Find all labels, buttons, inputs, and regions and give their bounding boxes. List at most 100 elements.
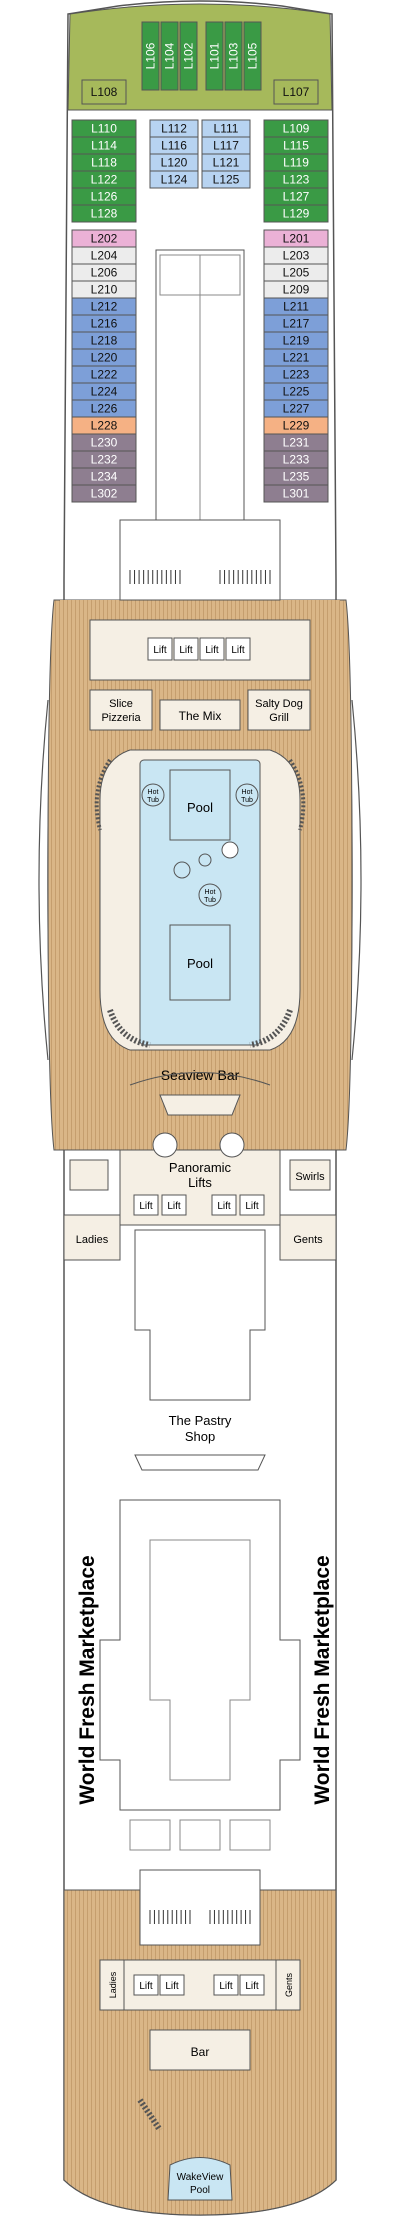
cabin-l129: L129: [263, 204, 329, 223]
cabin-l204-label: L204: [91, 249, 118, 263]
pastry-shop-label-1: The Pastry: [169, 1413, 232, 1428]
pool-1: [169, 769, 231, 841]
hot-tub-2-label-2: Tub: [241, 797, 253, 804]
lifts-aft-lift-label-0: Lift: [139, 1981, 153, 1992]
cabin-l221-label: L221: [283, 351, 310, 365]
cabin-l104-label: L104: [163, 42, 177, 69]
lifts-top-lift-0: [147, 637, 173, 661]
cabin-l109-label: L109: [283, 122, 310, 136]
cabin-l231: L231: [263, 433, 329, 452]
cabin-l211-label: L211: [283, 300, 309, 314]
cabin-l205: L205: [263, 263, 329, 282]
lifts-top-lift-3: [225, 637, 251, 661]
cabin-l114: L114: [71, 136, 137, 155]
cabin-l232: L232: [71, 450, 137, 469]
cabin-l227-label: L227: [283, 402, 310, 416]
cabin-l108: L108: [81, 79, 127, 105]
cabin-l116: L116: [149, 136, 199, 155]
hot-tub-1-label-1: Hot: [148, 789, 159, 796]
lifts-panoramic-lift-3: [239, 1194, 265, 1216]
cabin-l112-label: L112: [161, 122, 187, 136]
cabin-l102: L102: [179, 21, 198, 91]
gents-restroom: [279, 1214, 337, 1261]
lifts-top-lift-label-2: Lift: [205, 645, 219, 656]
cabin-l121: L121: [201, 153, 251, 172]
cabin-l118: L118: [71, 153, 137, 172]
cabin-l127: L127: [263, 187, 329, 206]
cabin-l218-label: L218: [91, 334, 118, 348]
lifts-panoramic-lift-label-3: Lift: [245, 1201, 259, 1212]
pool-2-label: Pool: [187, 956, 213, 971]
cabin-l226-label: L226: [91, 402, 118, 416]
cabin-l117-label: L117: [213, 139, 239, 153]
lifts-panoramic-lift-label-2: Lift: [217, 1201, 231, 1212]
lifts-aft-lift-label-2: Lift: [219, 1981, 233, 1992]
cabin-l301-label: L301: [283, 487, 310, 501]
lifts-top-lift-label-1: Lift: [179, 645, 193, 656]
cabin-l232-label: L232: [91, 453, 118, 467]
cabin-l212: L212: [71, 297, 137, 316]
bar-label: Bar: [191, 2045, 210, 2059]
slice-pizzeria-label-2: Pizzeria: [101, 712, 141, 724]
ladies-aft-label: Ladies: [108, 1971, 118, 1998]
cabin-l210-label: L210: [91, 283, 118, 297]
cabin-l225-label: L225: [283, 385, 310, 399]
cabin-l123-label: L123: [283, 173, 310, 187]
cabin-l202: L202: [71, 229, 137, 248]
cabin-l117: L117: [201, 136, 251, 155]
cabin-l114-label: L114: [91, 139, 117, 153]
the-mix-label: The Mix: [179, 709, 222, 723]
cabin-l212-label: L212: [91, 300, 118, 314]
pool-2: [169, 924, 231, 1001]
cabin-l122-label: L122: [91, 173, 118, 187]
cabin-l222-label: L222: [91, 368, 118, 382]
cabin-l233-label: L233: [283, 453, 310, 467]
cabin-l301: L301: [263, 484, 329, 503]
cabin-l105-label: L105: [246, 42, 260, 69]
cabin-l222: L222: [71, 365, 137, 384]
wakeview-pool-label-1: WakeView: [177, 2172, 224, 2183]
cabin-l231-label: L231: [283, 436, 310, 450]
cabin-l211: L211: [263, 297, 329, 316]
cabin-l206: L206: [71, 263, 137, 282]
gents-aft-label: Gents: [284, 1972, 294, 1997]
panoramic-lifts-label-2: Lifts: [188, 1175, 212, 1190]
cabin-l233: L233: [263, 450, 329, 469]
cabin-l118-label: L118: [91, 156, 117, 170]
cabin-l111-label: L111: [214, 122, 239, 136]
marketplace-label-left: World Fresh Marketplace: [76, 1555, 99, 1804]
cabin-l127-label: L127: [283, 190, 310, 204]
cabin-l116-label: L116: [161, 139, 187, 153]
cabin-l103-label: L103: [227, 42, 241, 69]
cabin-l218: L218: [71, 331, 137, 350]
cabin-l104: L104: [160, 21, 179, 91]
cabin-l103: L103: [224, 21, 243, 91]
lifts-top-lift-label-3: Lift: [231, 645, 245, 656]
cabin-l105: L105: [243, 21, 262, 91]
cabin-l209-label: L209: [283, 283, 310, 297]
cabin-l128: L128: [71, 204, 137, 223]
cabin-l110-label: L110: [91, 122, 117, 136]
lifts-top-lift-label-0: Lift: [153, 645, 167, 656]
cabin-l205-label: L205: [283, 266, 310, 280]
cabin-l217: L217: [263, 314, 329, 333]
salty-dog-label-1: Salty Dog: [255, 698, 303, 710]
cabin-l201-label: L201: [283, 232, 310, 246]
cabin-l209: L209: [263, 280, 329, 299]
cabin-l107-label: L107: [283, 85, 310, 99]
cabin-l223: L223: [263, 365, 329, 384]
lifts-panoramic-lift-2: [211, 1194, 237, 1216]
ladies-restroom: [63, 1214, 121, 1261]
cabin-l217-label: L217: [283, 317, 310, 331]
cabin-l109: L109: [263, 119, 329, 138]
pool-1-label: Pool: [187, 800, 213, 815]
cabin-l126-label: L126: [91, 190, 118, 204]
cabin-l107: L107: [273, 79, 319, 105]
cabin-l216: L216: [71, 314, 137, 333]
cabin-l101-label: L101: [208, 42, 222, 69]
slice-pizzeria-label-1: Slice: [109, 698, 133, 710]
cabin-l126: L126: [71, 187, 137, 206]
lifts-aft-lift-3: [239, 1974, 265, 1996]
cabin-l124-label: L124: [161, 173, 188, 187]
